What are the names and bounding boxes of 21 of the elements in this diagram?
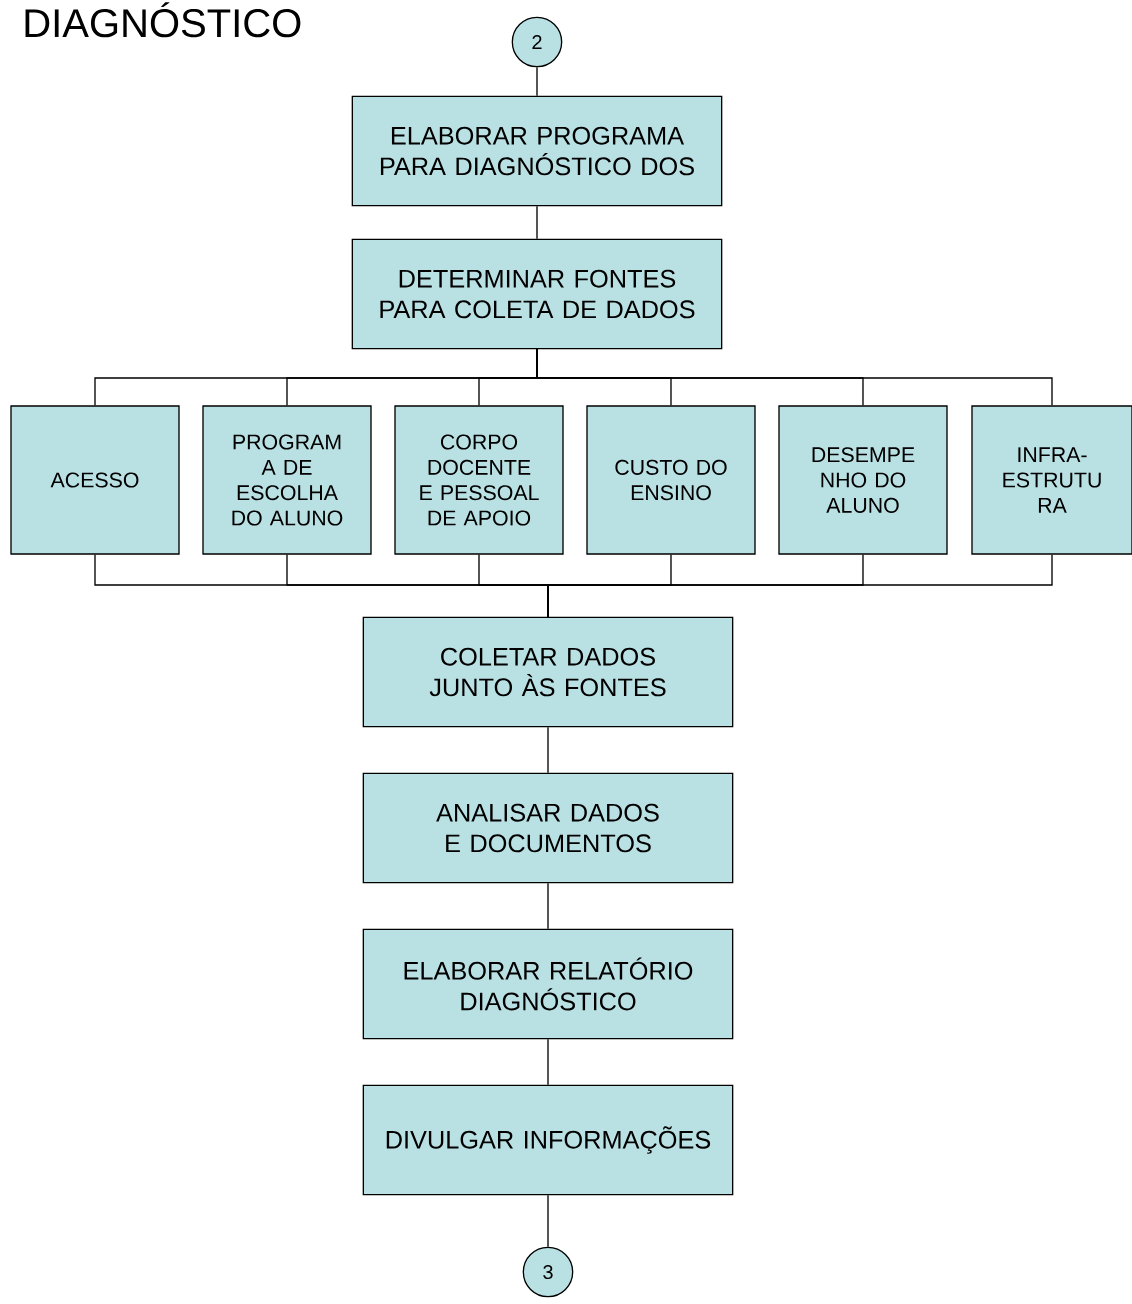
process-box: COLETAR DADOS JUNTO ÀS FONTES [362, 616, 734, 728]
connector-line [536, 205, 538, 240]
process-box: DIVULGAR INFORMAÇÕES [362, 1084, 734, 1196]
category-box: DESEMPE NHO DO ALUNO [778, 405, 948, 555]
category-box: PROGRAM A DE ESCOLHA DO ALUNO [202, 405, 372, 555]
connector-line [536, 348, 1053, 406]
process-box: ELABORAR PROGRAMA PARA DIAGNÓSTICO DOS [351, 95, 723, 207]
connector-line [536, 66, 538, 97]
connector-line [547, 554, 1053, 618]
process-box: DETERMINAR FONTES PARA COLETA DE DADOS [351, 238, 723, 350]
connector-line [547, 882, 549, 930]
title: DIAGNÓSTICO [25, 2, 301, 38]
connector-line [547, 1194, 549, 1248]
category-box: INFRA- ESTRUTU RA [971, 405, 1132, 555]
process-box: ELABORAR RELATÓRIO DIAGNÓSTICO [362, 928, 734, 1040]
category-box: CORPO DOCENTE E PESSOAL DE APOIO [394, 405, 564, 555]
category-box: ACESSO [10, 405, 180, 555]
category-box: CUSTO DO ENSINO [586, 405, 756, 555]
connector-line [547, 726, 549, 774]
connector-line [547, 1038, 549, 1086]
process-box: ANALISAR DADOS E DOCUMENTOS [362, 772, 734, 884]
